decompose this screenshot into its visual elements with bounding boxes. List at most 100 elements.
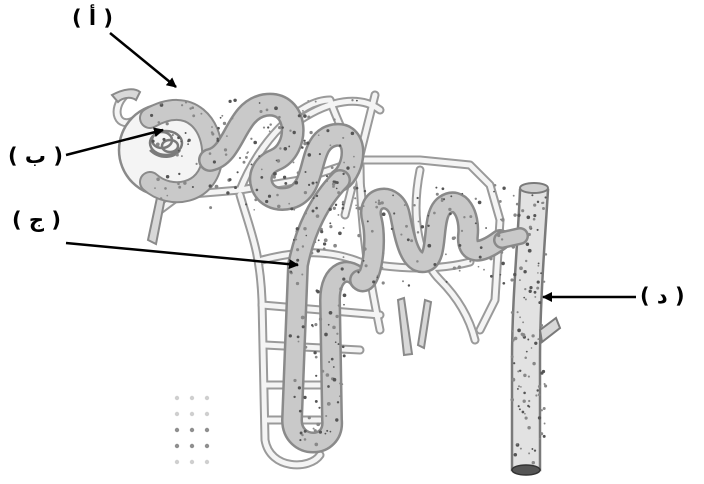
grid-dot (205, 396, 209, 400)
cell-dot (525, 298, 527, 300)
cell-dot (331, 358, 334, 361)
label-c: ( ج ) (12, 210, 61, 231)
cell-dot (433, 212, 436, 215)
cell-dot (301, 141, 303, 143)
cell-dot (363, 260, 365, 262)
cell-dot (333, 207, 336, 210)
cell-dot (293, 131, 296, 134)
cell-dot (543, 435, 546, 438)
cell-dot (371, 230, 374, 233)
cell-dot (313, 428, 315, 430)
cell-dot (259, 102, 261, 104)
cell-dot (228, 100, 231, 103)
cell-dot (525, 260, 527, 262)
cell-dot (540, 324, 543, 327)
cell-dot (200, 113, 202, 115)
cell-dot (534, 449, 536, 451)
cell-dot (445, 253, 447, 255)
cell-dot (461, 193, 463, 195)
cell-dot (543, 407, 546, 410)
cell-dot (160, 197, 163, 200)
cell-dot (323, 247, 326, 250)
cell-dot (290, 207, 293, 210)
cell-dot (180, 141, 182, 143)
cell-dot (538, 416, 541, 419)
cell-dot (296, 282, 299, 285)
cell-dot (378, 200, 380, 202)
cell-dot (339, 382, 341, 384)
cell-dot (296, 248, 299, 251)
cell-dot (324, 238, 328, 242)
cell-dot (342, 207, 345, 210)
cell-dot (304, 438, 307, 441)
cell-dot (293, 239, 295, 241)
cell-dot (259, 110, 262, 113)
grid-dot (190, 460, 194, 464)
cell-dot (512, 378, 516, 382)
cell-dot (333, 378, 335, 380)
cell-dot (298, 341, 300, 343)
cell-dot (258, 155, 260, 157)
cell-dot (189, 107, 191, 109)
cell-dot (343, 293, 347, 297)
cell-dot (313, 197, 315, 199)
cell-dot (234, 186, 237, 189)
cell-dot (537, 338, 539, 340)
cell-dot (404, 204, 406, 206)
cell-dot (312, 182, 315, 185)
label-b: ( ب ) (8, 146, 63, 167)
cell-dot (310, 252, 313, 255)
cell-dot (221, 115, 223, 117)
cell-dot (533, 214, 536, 217)
cell-dot (309, 131, 312, 134)
cell-dot (302, 325, 305, 328)
cell-dot (475, 222, 477, 224)
grid-dot (175, 444, 179, 448)
cell-dot (391, 228, 393, 230)
cell-dot (325, 415, 327, 417)
cell-dot (351, 132, 355, 136)
cell-dot (501, 251, 504, 254)
cell-dot (449, 213, 452, 216)
cell-dot (514, 453, 518, 457)
cell-dot (526, 243, 529, 246)
cell-dot (331, 166, 334, 169)
cell-dot (297, 336, 300, 339)
cell-dot (528, 249, 532, 253)
cell-dot (510, 398, 514, 402)
cell-dot (354, 197, 356, 199)
cell-dot (278, 126, 281, 129)
cell-dot (314, 241, 316, 243)
cell-dot (263, 127, 265, 129)
cell-dot (329, 311, 333, 315)
cell-dot (324, 333, 328, 337)
cell-dot (513, 273, 516, 276)
cell-dot (307, 115, 310, 118)
cell-dot (511, 330, 513, 332)
cell-dot (479, 256, 482, 259)
cell-dot (346, 166, 349, 169)
cell-dot (172, 134, 174, 136)
cell-dot (328, 324, 330, 326)
cell-dot (226, 191, 229, 194)
cell-dot (338, 231, 342, 235)
cell-dot (378, 202, 382, 206)
grid-dot (205, 412, 209, 416)
cell-dot (528, 406, 530, 408)
grid-dot (175, 396, 179, 400)
cell-dot (279, 147, 281, 149)
cell-dot (284, 182, 287, 185)
cell-dot (513, 195, 515, 197)
cell-dot (523, 392, 526, 395)
cell-dot (490, 275, 493, 278)
cell-dot (522, 333, 526, 337)
cell-dot (433, 263, 436, 266)
cell-dot (333, 118, 335, 120)
cell-dot (303, 142, 306, 145)
cell-dot (382, 252, 384, 254)
cell-dot (150, 114, 153, 117)
cell-dot (335, 204, 337, 206)
cell-dot (224, 148, 227, 151)
cell-dot (154, 187, 156, 189)
cell-dot (502, 282, 505, 285)
